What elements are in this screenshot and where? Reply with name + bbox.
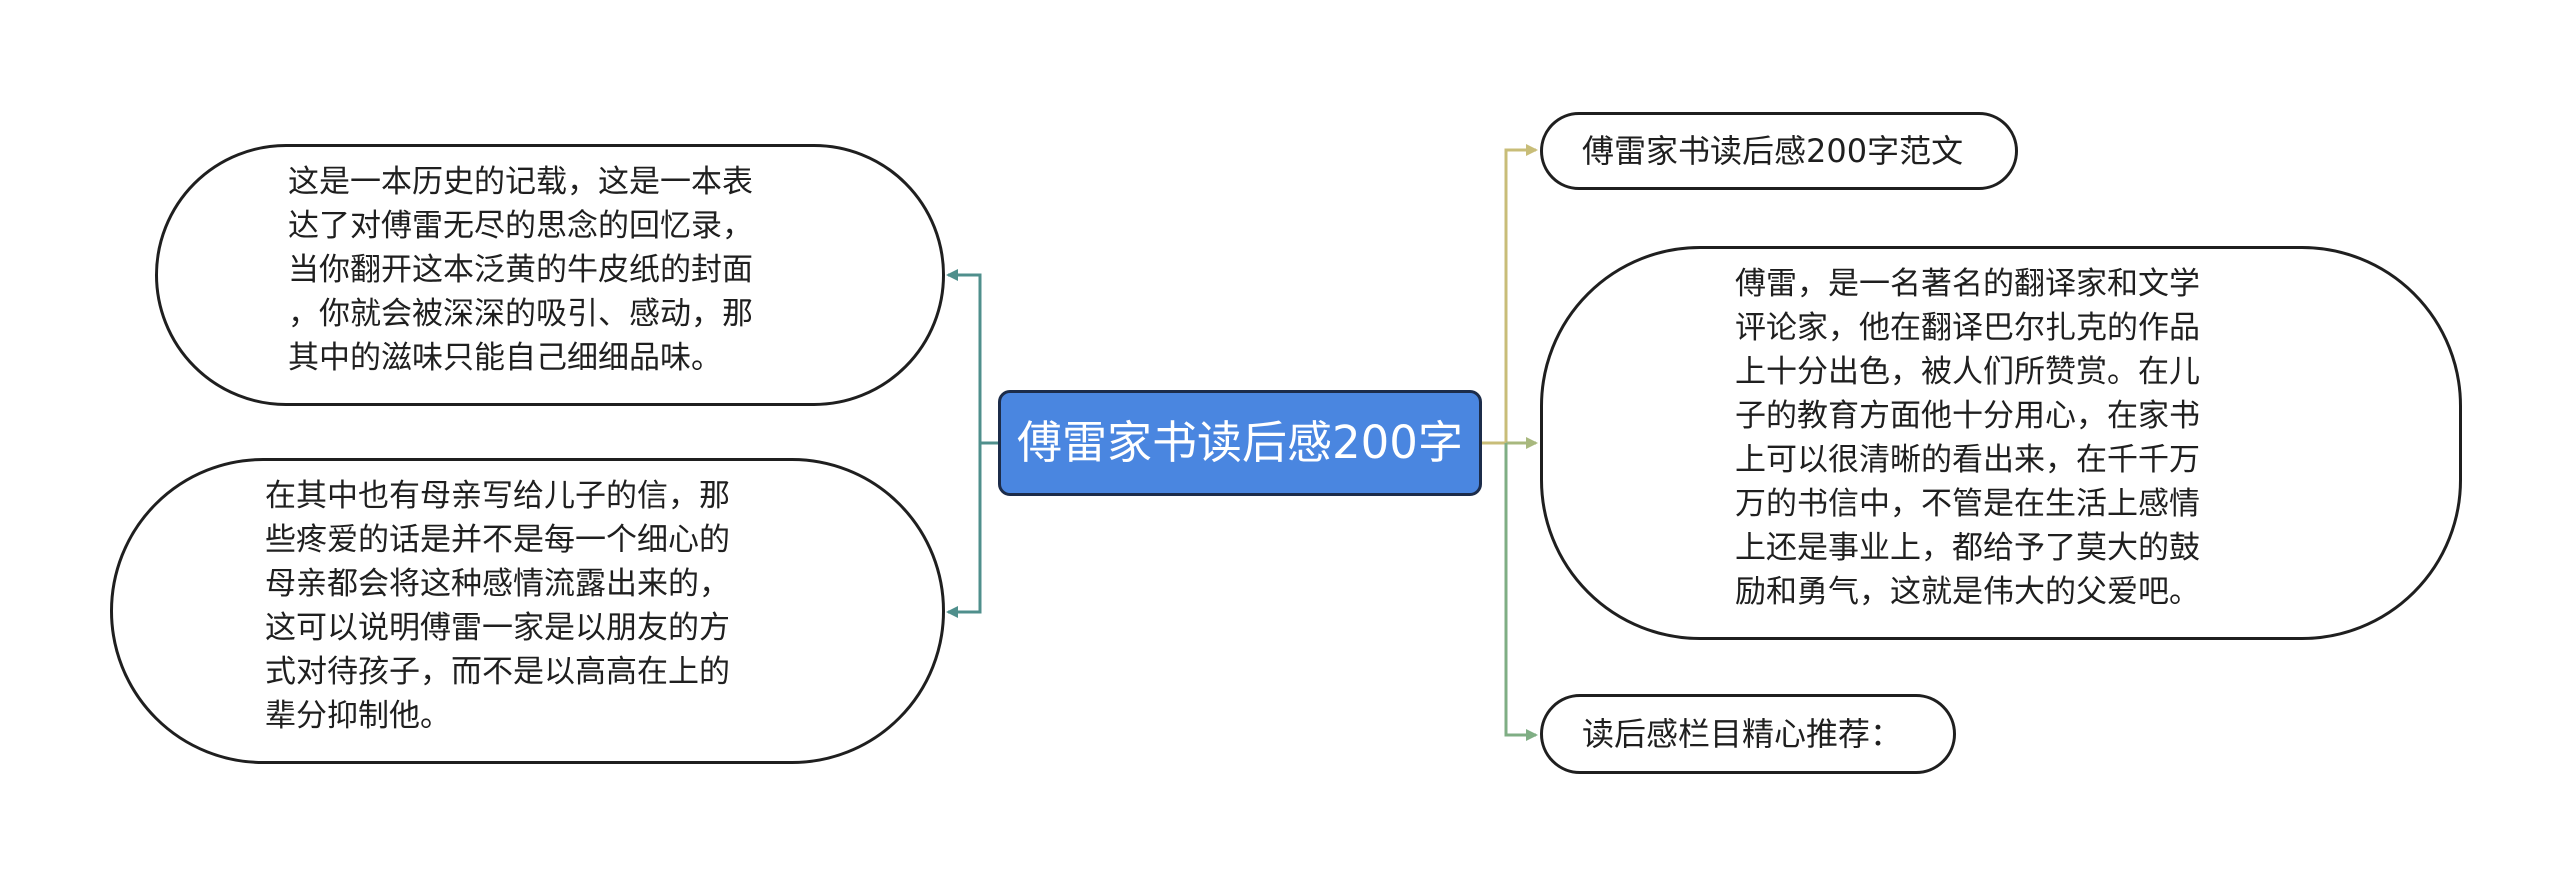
arrow-left-1 xyxy=(946,269,958,281)
connector-center-to-left-1 xyxy=(948,273,998,445)
connector-center-to-right-1 xyxy=(1482,148,1536,445)
arrow-left-2 xyxy=(946,606,958,618)
arrow-right-1 xyxy=(1526,144,1538,156)
left-topic-node-1-text: 这是一本历史的记载，这是一本表 达了对傅雷无尽的思念的回忆录， 当你翻开这本泛黄… xyxy=(288,164,753,376)
right-topic-node-1-text: 傅雷家书读后感200字范文 xyxy=(1582,132,1964,170)
right-topic-node-3-text: 读后感栏目精心推荐： xyxy=(1582,715,1903,753)
arrow-right-2 xyxy=(1526,437,1538,449)
right-topic-node-2[interactable] xyxy=(1540,246,2462,640)
left-topic-node-1[interactable] xyxy=(155,144,945,406)
left-topic-node-2[interactable] xyxy=(110,458,945,764)
left-topic-node-2-text: 在其中也有母亲写给儿子的信，那 些疼爱的话是并不是每一个细心的 母亲都会将这种感… xyxy=(265,478,730,734)
right-topic-node-1[interactable] xyxy=(1540,112,2018,190)
central-topic-node[interactable]: 傅雷家书读后感200字 xyxy=(998,390,1482,496)
connector-center-to-left-2 xyxy=(948,443,982,614)
right-topic-node-3[interactable] xyxy=(1540,694,1956,774)
arrow-right-3 xyxy=(1526,729,1538,741)
right-topic-node-2-text: 傅雷，是一名著名的翻译家和文学 评论家，他在翻译巴尔扎克的作品 上十分出色，被人… xyxy=(1735,266,2200,610)
connector-center-to-right-3 xyxy=(1504,443,1536,737)
